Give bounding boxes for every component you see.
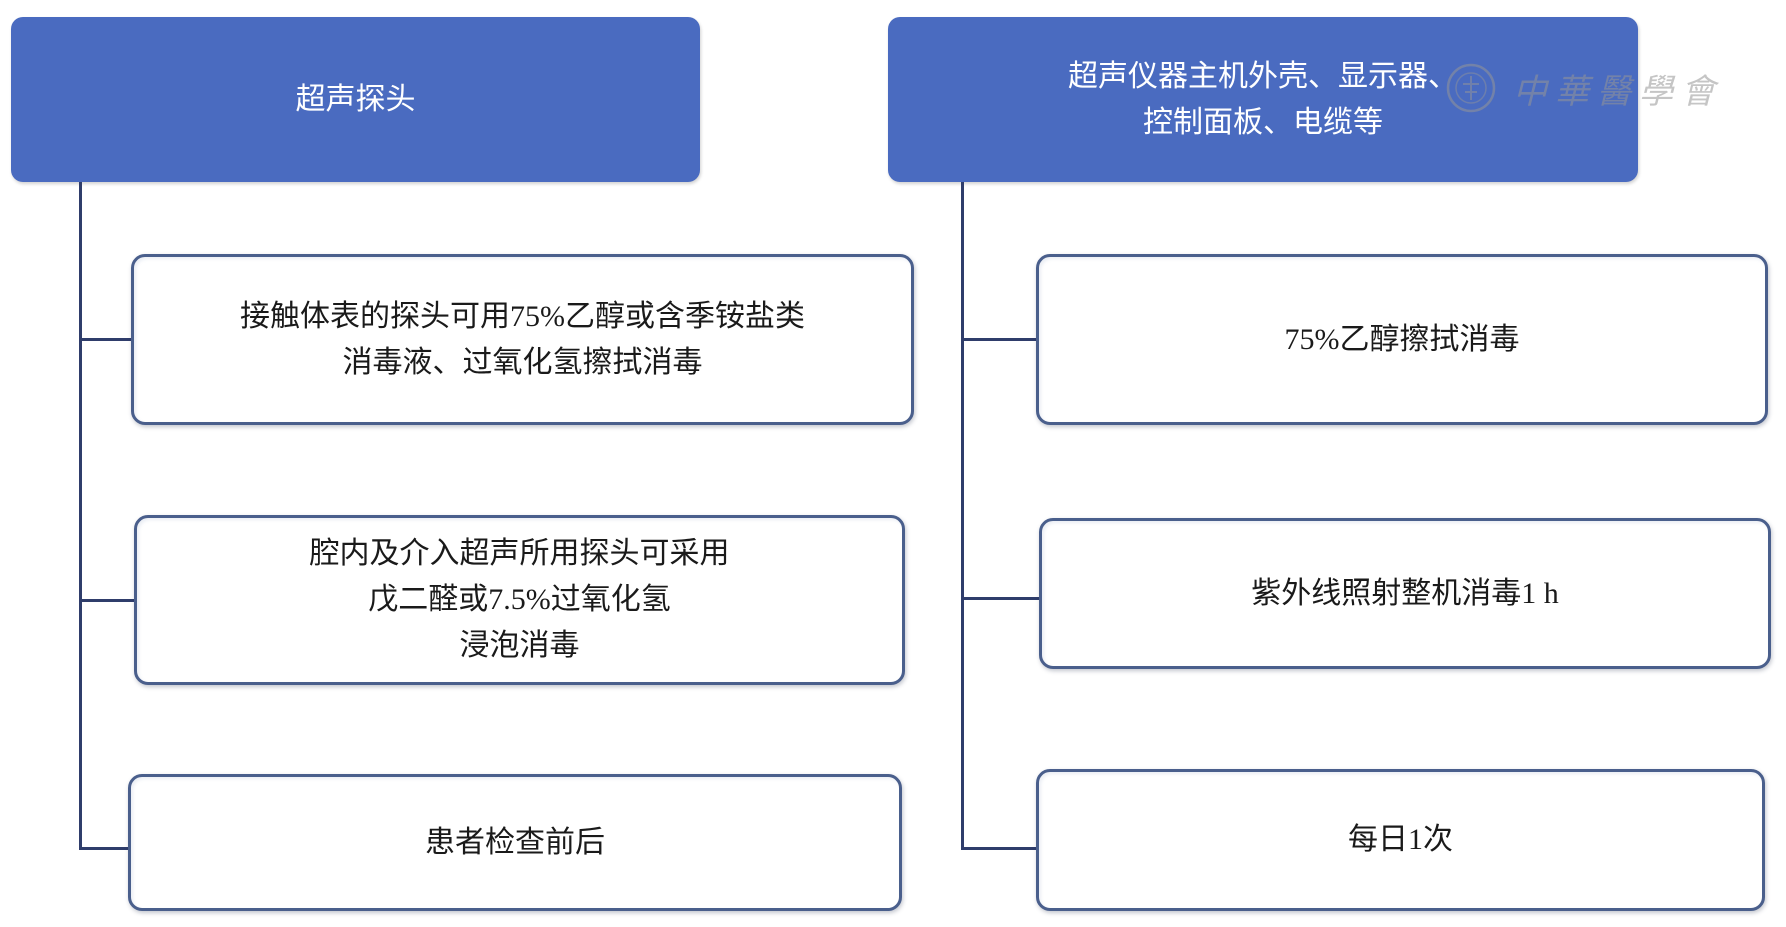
connector-line (961, 597, 1041, 600)
header-text: 超声探头 (295, 82, 416, 116)
box-text: 腔内及介入超声所用探头可采用 (309, 537, 730, 570)
device-header: 超声仪器主机外壳、显示器、 控制面板、电缆等 (888, 17, 1638, 182)
header-text: 超声仪器主机外壳、显示器、 (1068, 59, 1458, 93)
connector-line (961, 338, 1038, 341)
box-text: 浸泡消毒 (459, 629, 580, 662)
box-text: 接触体表的探头可用75%乙醇或含季铵盐类 (240, 299, 805, 333)
box-text: 75%乙醇擦拭消毒 (1284, 322, 1520, 356)
connector-line (79, 847, 130, 850)
probe-intracavity-disinfection-box: 腔内及介入超声所用探头可采用 戊二醛或7.5%过氧化氢 浸泡消毒 (134, 515, 905, 685)
connector-line (79, 338, 133, 341)
device-frequency-box: 每日1次 (1036, 769, 1765, 911)
connector-line (961, 847, 1038, 850)
device-uv-disinfection-box: 紫外线照射整机消毒1 h (1039, 518, 1771, 669)
box-text: 紫外线照射整机消毒1 h (1251, 576, 1559, 610)
probe-surface-disinfection-box: 接触体表的探头可用75%乙醇或含季铵盐类 消毒液、过氧化氢擦拭消毒 (131, 254, 914, 425)
device-wipe-disinfection-box: 75%乙醇擦拭消毒 (1036, 254, 1768, 425)
tree-trunk-line (79, 182, 82, 850)
tree-trunk-line (961, 182, 964, 850)
box-text: 消毒液、过氧化氢擦拭消毒 (342, 345, 703, 379)
box-text: 戊二醛或7.5%过氧化氢 (368, 583, 671, 616)
probe-header: 超声探头 (11, 17, 700, 182)
header-text: 控制面板、电缆等 (1143, 105, 1383, 139)
probe-frequency-box: 患者检查前后 (128, 774, 902, 911)
connector-line (79, 599, 136, 602)
box-text: 患者检查前后 (425, 825, 605, 859)
box-text: 每日1次 (1348, 823, 1453, 856)
